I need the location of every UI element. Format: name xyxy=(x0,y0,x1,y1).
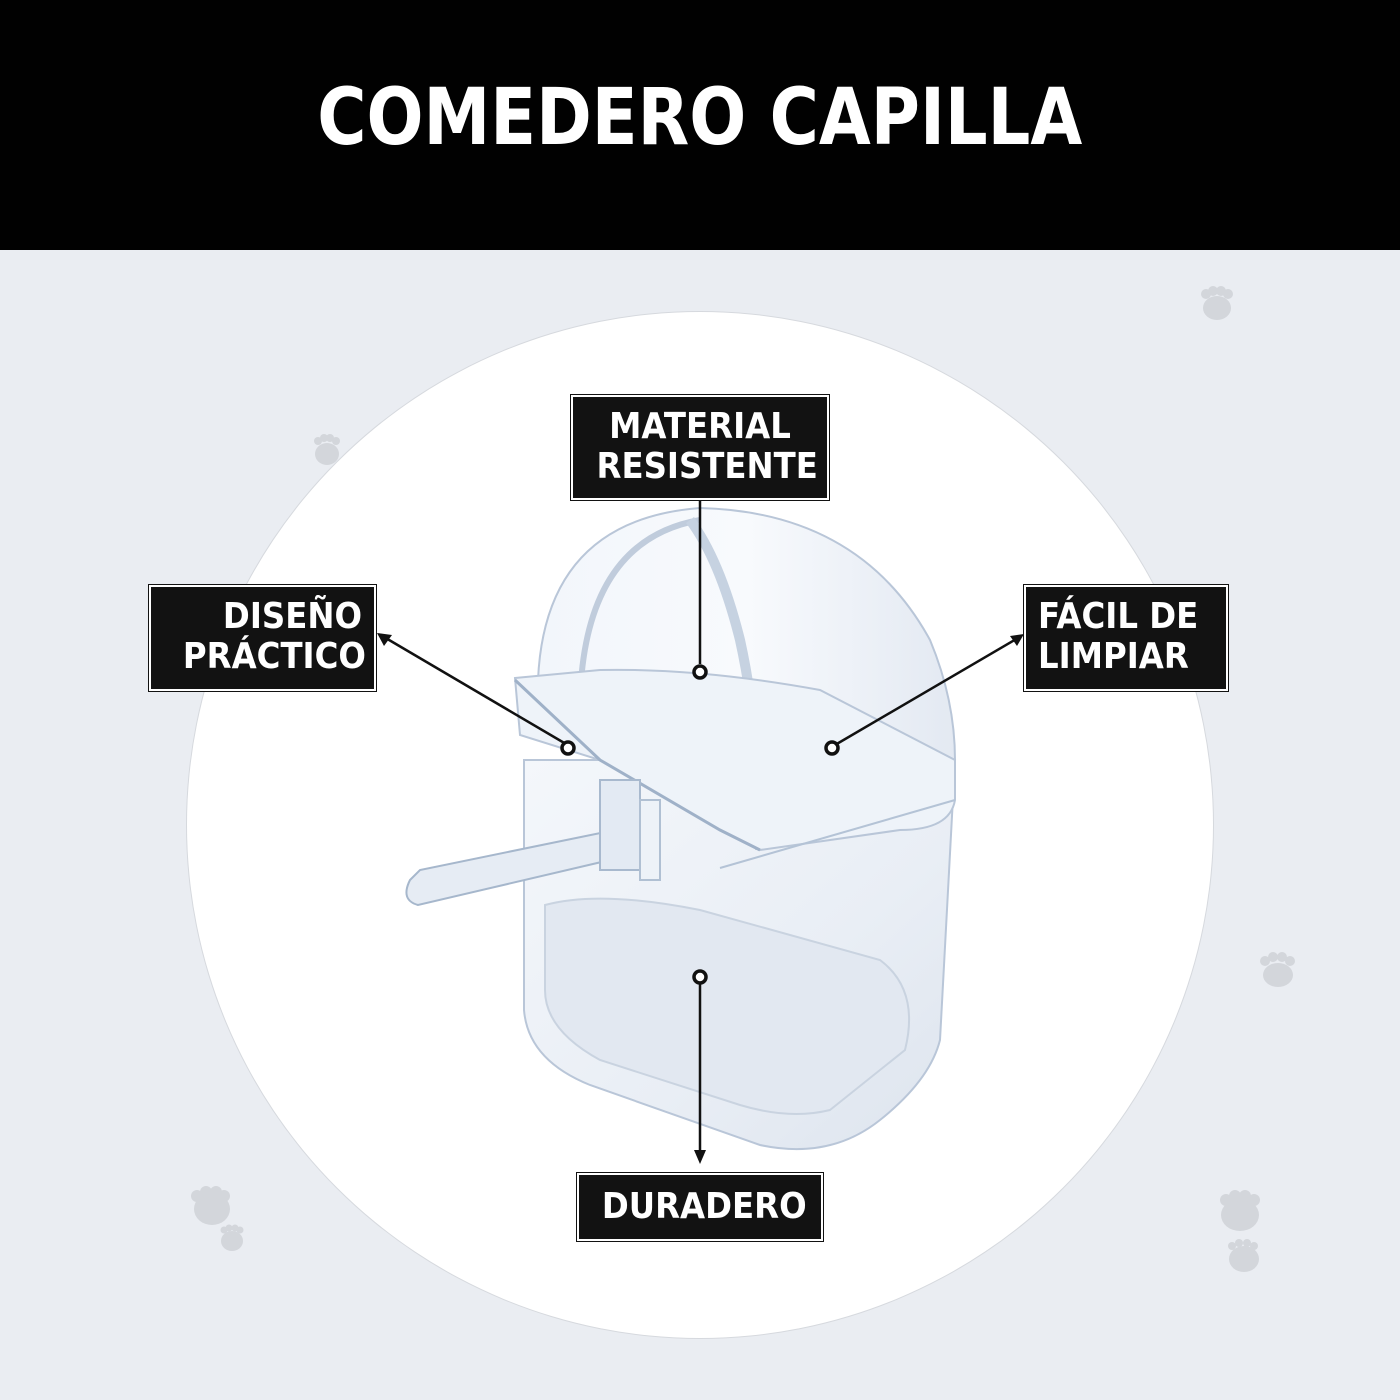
callout-text: MATERIAL xyxy=(609,406,791,447)
callout-text: DURADERO xyxy=(601,1186,807,1227)
paw-print-icon xyxy=(188,1186,248,1256)
marker-icon xyxy=(560,740,576,756)
callout-facil-de-limpiar: FÁCIL DE LIMPIAR xyxy=(1023,584,1229,692)
arrowhead-icon xyxy=(377,633,392,646)
callout-text: LIMPIAR xyxy=(1038,636,1189,677)
callout-diseno-practico: DISEÑO PRÁCTICO xyxy=(148,584,377,692)
callout-text: FÁCIL DE xyxy=(1038,596,1199,637)
paw-print-icon xyxy=(1218,1190,1268,1280)
callout-material-resistente: MATERIAL RESISTENTE xyxy=(570,394,830,501)
callout-text: RESISTENTE xyxy=(596,446,818,487)
paw-print-icon xyxy=(1200,285,1234,321)
arrowhead-icon xyxy=(1010,634,1024,646)
marker-icon xyxy=(692,969,708,985)
callout-text: PRÁCTICO xyxy=(182,636,366,677)
page-title: COMEDERO CAPILLA xyxy=(317,73,1083,163)
arrowhead-icon xyxy=(694,1150,706,1164)
callout-duradero: DURADERO xyxy=(576,1172,824,1242)
marker-icon xyxy=(824,740,840,756)
paw-print-icon xyxy=(310,432,344,466)
paw-print-icon xyxy=(1258,950,1298,988)
callout-text: DISEÑO xyxy=(222,596,362,637)
marker-icon xyxy=(692,664,708,680)
title-banner: COMEDERO CAPILLA xyxy=(0,0,1400,250)
feeder-body xyxy=(405,506,957,1151)
